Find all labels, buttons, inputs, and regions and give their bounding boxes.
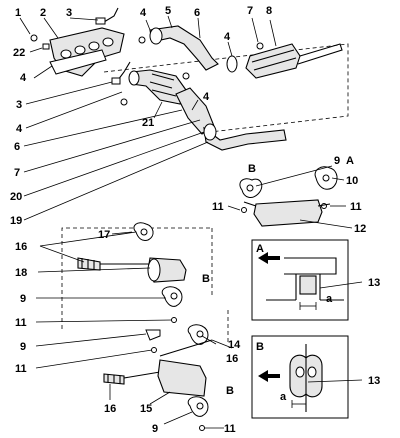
arrow-left-icon bbox=[258, 252, 280, 264]
callout-3-upper: 3 bbox=[66, 7, 72, 19]
callout-6-top: 6 bbox=[194, 7, 200, 19]
callout-4-top-2: 4 bbox=[224, 31, 231, 43]
callout-12: 12 bbox=[354, 223, 366, 235]
view-letter-b-upper: B bbox=[248, 163, 256, 175]
callout-4-middle: 4 bbox=[203, 91, 210, 103]
hanger-b-middle bbox=[161, 286, 183, 307]
clamp-16-lower bbox=[103, 373, 125, 385]
view-letter-b-lower: B bbox=[226, 385, 234, 397]
leader-lines-right-upper bbox=[227, 165, 353, 229]
view-letter-b-middle: B bbox=[202, 273, 210, 285]
rear-silencer-upper bbox=[243, 199, 331, 227]
leader-lines-top bbox=[145, 15, 277, 111]
callout-4-top-1: 4 bbox=[140, 7, 147, 19]
callout-14: 14 bbox=[228, 339, 241, 351]
front-exhaust-pipe bbox=[138, 25, 219, 71]
leader-lines-left bbox=[19, 17, 209, 221]
callout-11-middle: 11 bbox=[15, 317, 27, 329]
front-pipe-middle bbox=[128, 69, 187, 105]
flange-nut-left bbox=[120, 98, 128, 106]
manifold-stud bbox=[42, 43, 50, 50]
dimension-a-inset-a: a bbox=[326, 293, 333, 305]
hanger-17 bbox=[133, 222, 154, 241]
nut-lower bbox=[199, 425, 205, 431]
callout-11-bottom: 11 bbox=[224, 423, 236, 435]
nut-middle bbox=[171, 317, 177, 323]
callout-15: 15 bbox=[140, 403, 152, 415]
inset-view-a bbox=[251, 239, 349, 321]
hanger-16-lower bbox=[187, 324, 209, 345]
callout-19: 19 bbox=[10, 215, 22, 227]
bracket-9-lower bbox=[145, 329, 161, 353]
callout-22: 22 bbox=[13, 47, 25, 59]
view-letter-a-upper: A bbox=[346, 155, 354, 167]
leader-lines-lower bbox=[35, 333, 233, 429]
callout-21: 21 bbox=[142, 117, 154, 129]
callout-16-lower: 16 bbox=[104, 403, 116, 415]
intermediate-pipe bbox=[203, 123, 287, 151]
clamp-16-upper bbox=[77, 257, 101, 271]
oxygen-sensor-lower bbox=[111, 61, 131, 85]
manifold-nut bbox=[30, 34, 38, 42]
catalytic-converter bbox=[245, 43, 343, 79]
callout-7-top: 7 bbox=[247, 5, 253, 17]
callout-13-upper: 13 bbox=[368, 277, 380, 289]
callout-6-left: 6 bbox=[14, 141, 20, 153]
callout-9-bottom: 9 bbox=[152, 423, 158, 435]
callout-10: 10 bbox=[346, 175, 358, 187]
nut-upper-left bbox=[241, 207, 247, 213]
inset-view-b bbox=[251, 335, 349, 419]
callout-1: 1 bbox=[15, 7, 21, 19]
leader-lines-middle bbox=[35, 231, 173, 323]
callout-13-lower: 13 bbox=[368, 375, 380, 387]
oxygen-sensor-upper bbox=[95, 7, 119, 25]
callout-11-upper-left: 11 bbox=[212, 201, 224, 213]
callout-4-left-1: 4 bbox=[20, 72, 27, 84]
hanger-b-lower bbox=[187, 396, 209, 417]
callout-4-left-2: 4 bbox=[16, 123, 23, 135]
callout-3-lower: 3 bbox=[16, 99, 22, 111]
callout-numbers: 1 2 3 22 4 3 4 6 7 20 19 21 4 5 6 4 7 8 … bbox=[10, 5, 380, 435]
callout-9-middle: 9 bbox=[20, 293, 26, 305]
inset-b-title: B bbox=[256, 341, 264, 353]
callout-8: 8 bbox=[266, 5, 272, 17]
callout-7-left: 7 bbox=[14, 167, 20, 179]
callout-11-upper-right: 11 bbox=[350, 201, 362, 213]
hanger-detail-b-upper bbox=[239, 178, 263, 198]
callout-5: 5 bbox=[165, 5, 171, 17]
hanger-detail-a-upper bbox=[314, 166, 338, 190]
leader-lines-insets bbox=[307, 281, 363, 383]
callout-18: 18 bbox=[15, 267, 27, 279]
middle-silencer-18 bbox=[100, 257, 187, 283]
callout-16-upper: 16 bbox=[15, 241, 27, 253]
flange-nut-top bbox=[256, 42, 264, 50]
callout-9-upper: 9 bbox=[334, 155, 340, 167]
callout-16-middle: 16 bbox=[226, 353, 238, 365]
inset-a-title: A bbox=[256, 243, 264, 255]
callout-2: 2 bbox=[40, 7, 46, 19]
callout-20: 20 bbox=[10, 191, 22, 203]
flange-gasket-top bbox=[226, 55, 238, 73]
dimension-a-inset-b: a bbox=[280, 391, 287, 403]
rear-silencer-15 bbox=[123, 339, 213, 397]
callout-17: 17 bbox=[98, 229, 110, 241]
callout-11-lower: 11 bbox=[15, 363, 27, 375]
dashed-outline bbox=[61, 43, 349, 345]
arrow-left-icon bbox=[258, 370, 280, 382]
manifold-gasket bbox=[49, 49, 107, 75]
view-letters: A B B B A B a a bbox=[202, 155, 354, 403]
callout-9-lower: 9 bbox=[20, 341, 26, 353]
